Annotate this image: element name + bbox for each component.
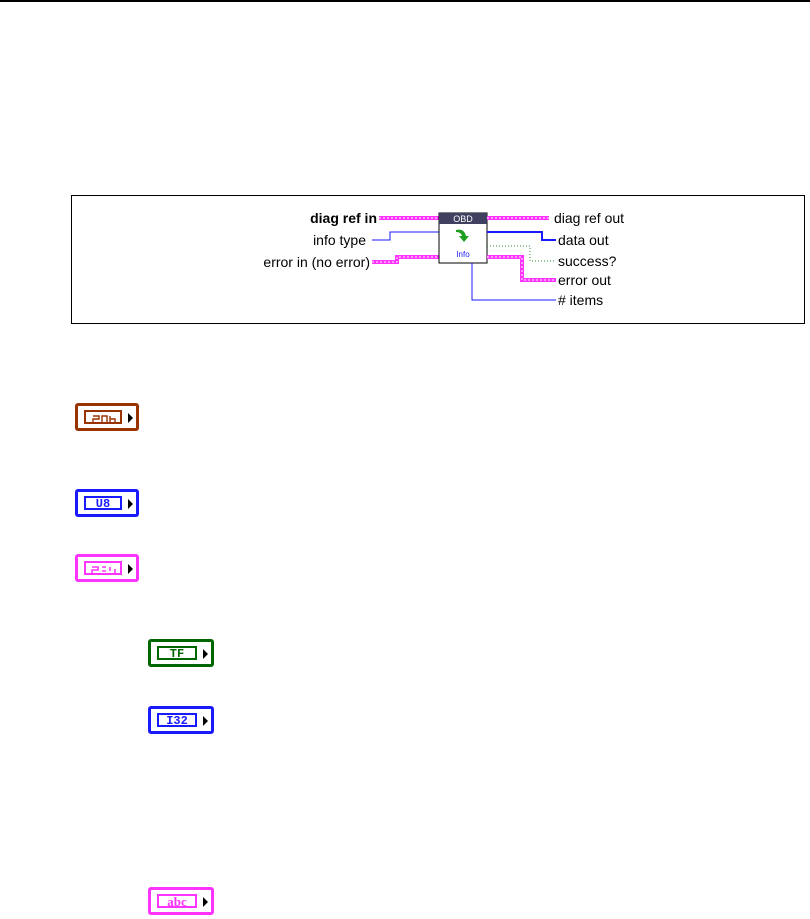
- terminal-arrow-icon: [203, 716, 208, 726]
- wire-error-out: [487, 255, 556, 282]
- refnum-glyph-icon: [92, 415, 116, 424]
- node-header: OBD: [453, 214, 473, 224]
- node-caption: Info: [456, 250, 470, 259]
- wire-items: [471, 263, 556, 301]
- terminal-inner: [84, 561, 122, 575]
- label-diag-ref-out: diag ref out: [554, 210, 625, 226]
- label-error-out: error out: [558, 272, 611, 288]
- wire-data-out: [487, 231, 556, 241]
- terminal-inner: TF: [157, 646, 197, 660]
- obd-info-node: OBD Info: [438, 212, 488, 264]
- wire-diag-ref-out: [487, 216, 549, 220]
- terminal-arrow-icon: [128, 564, 133, 574]
- boolean-terminal-icon: TF: [148, 639, 214, 667]
- diagram-wires: OBD Info: [372, 212, 556, 301]
- terminal-inner: U8: [84, 496, 122, 510]
- terminal-arrow-icon: [203, 649, 208, 659]
- wire-error-in: [372, 255, 439, 264]
- i32-terminal-icon: I32: [148, 706, 214, 734]
- label-items: # items: [558, 292, 604, 308]
- string-terminal-icon: abc: [148, 887, 214, 915]
- terminal-arrow-icon: [128, 413, 133, 423]
- terminal-arrow-icon: [203, 897, 208, 907]
- top-rule: [0, 0, 810, 2]
- label-success: success?: [558, 253, 617, 269]
- terminal-arrow-icon: [128, 499, 133, 509]
- cluster-glyph-icon: [91, 566, 116, 575]
- wire-info-type: [372, 231, 439, 241]
- terminal-inner: I32: [157, 713, 197, 727]
- label-diag-ref-in: diag ref in: [310, 210, 377, 226]
- label-info-type: info type: [313, 232, 366, 248]
- connector-pane-diagram: OBD Info diag ref in info type error in …: [71, 195, 805, 324]
- terminal-inner: abc: [157, 894, 197, 908]
- arrow-icon: [456, 229, 469, 242]
- error-cluster-terminal-icon: [75, 554, 139, 582]
- terminal-inner: [84, 410, 122, 424]
- refnum-cluster-terminal-icon: [75, 403, 139, 431]
- label-data-out: data out: [558, 232, 609, 248]
- u8-terminal-icon: U8: [75, 489, 139, 517]
- label-error-in: error in (no error): [263, 254, 370, 270]
- wire-success: [487, 245, 556, 262]
- wire-diag-ref-in: [379, 216, 439, 220]
